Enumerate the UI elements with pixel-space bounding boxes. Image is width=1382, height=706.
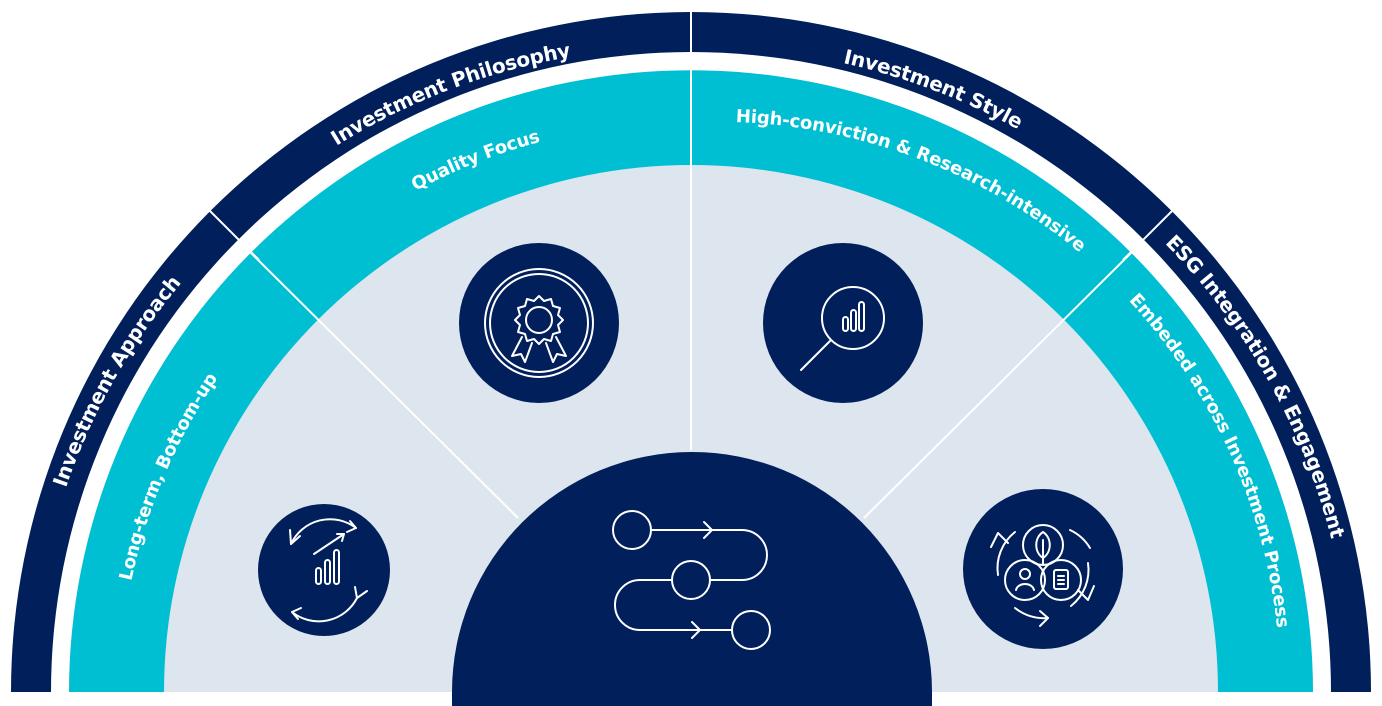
cycle-growth-chart-icon [258, 504, 390, 636]
divider-lines [209, 12, 1173, 519]
center-hub [452, 452, 932, 706]
magnifier-chart-icon [763, 243, 923, 403]
divider-right-inner [863, 251, 1133, 519]
divider-left-inner [249, 251, 519, 519]
process-flow-icon [612, 510, 771, 650]
center-hub-shape [452, 452, 932, 706]
award-rosette-icon [459, 243, 619, 403]
esg-cycle-icon [963, 489, 1123, 649]
